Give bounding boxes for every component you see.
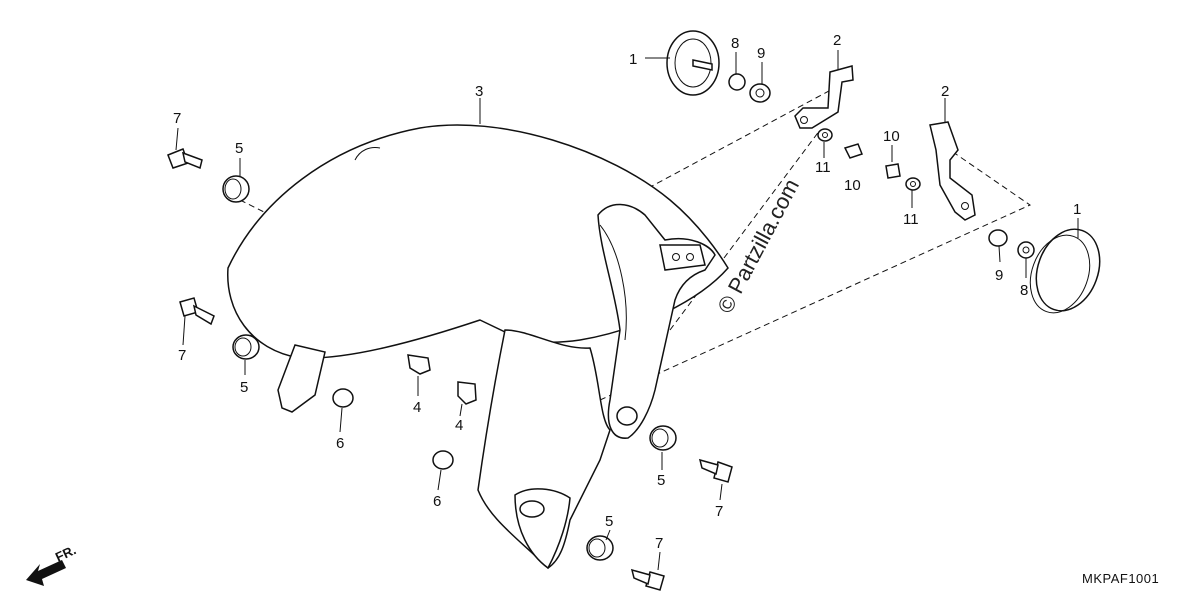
callout-1: 1 — [629, 51, 637, 68]
callout-4: 4 — [413, 399, 421, 416]
callout-8: 8 — [731, 35, 739, 52]
cap-upper — [666, 30, 720, 96]
callout-6: 6 — [433, 493, 441, 510]
stay-right — [929, 121, 976, 221]
callout-10: 10 — [844, 177, 861, 194]
cap-right — [1029, 228, 1101, 314]
callout-8: 8 — [1020, 282, 1028, 299]
front-direction-indicator: FR. — [26, 542, 78, 586]
grommets — [222, 175, 677, 561]
callout-2: 2 — [941, 83, 949, 100]
callout-5: 5 — [657, 472, 665, 489]
callout-5: 5 — [240, 379, 248, 396]
callout-2: 2 — [833, 32, 841, 49]
callout-5: 5 — [235, 140, 243, 157]
front-arrow-icon — [26, 560, 66, 586]
callout-9: 9 — [995, 267, 1003, 284]
callout-11: 11 — [815, 159, 831, 176]
callout-7: 7 — [178, 347, 186, 364]
front-label: FR. — [53, 542, 78, 564]
callout-6: 6 — [336, 435, 344, 452]
leader-lines — [175, 50, 1079, 571]
callout-3: 3 — [475, 83, 483, 100]
callout-11: 11 — [903, 211, 919, 228]
callout-5: 5 — [605, 513, 613, 530]
bolts — [167, 148, 733, 591]
callout-7: 7 — [655, 535, 663, 552]
watermark: © Partzilla.com — [712, 175, 804, 318]
callout-10: 10 — [883, 128, 900, 145]
stay-upper — [794, 65, 854, 129]
callout-7: 7 — [173, 110, 181, 127]
callout-labels: 1 1 2 2 3 4 4 5 5 5 5 6 6 7 7 7 7 8 8 9 … — [173, 32, 1081, 552]
callout-9: 9 — [757, 45, 765, 62]
callout-1: 1 — [1073, 201, 1081, 218]
front-fender — [227, 124, 729, 570]
clips-and-collars — [332, 354, 477, 470]
diagram-code: MKPAF1001 — [1082, 571, 1159, 586]
small-hardware — [728, 73, 1035, 259]
callout-7: 7 — [715, 503, 723, 520]
callout-4: 4 — [455, 417, 463, 434]
